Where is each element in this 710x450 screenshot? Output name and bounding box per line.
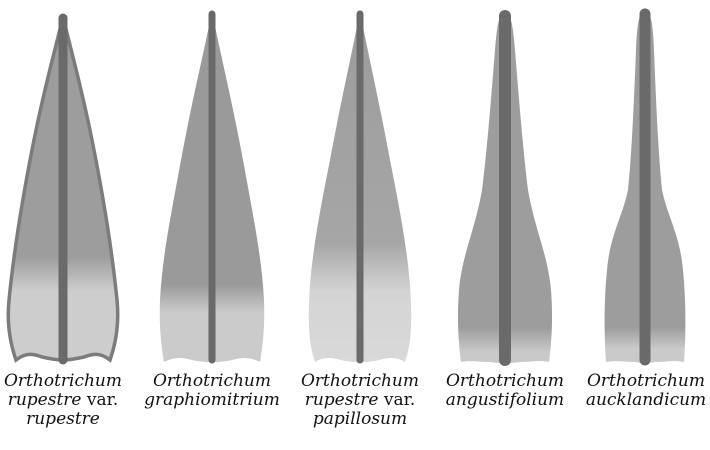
- caption-species-name: angustifolium: [446, 390, 564, 410]
- caption-rupestre-var-papillosum: Orthotrichum rupestre var. papillosum: [285, 372, 435, 429]
- caption-rank: var.: [378, 390, 415, 410]
- caption-line-variety: rupestre: [0, 410, 138, 429]
- caption-line-genus: Orthotrichum: [571, 372, 710, 391]
- caption-species-name: graphiomitrium: [144, 390, 280, 410]
- caption-line-species: rupestre var.: [285, 391, 435, 410]
- caption-species-name: rupestre: [8, 390, 82, 410]
- caption-line-species: graphiomitrium: [137, 391, 287, 410]
- caption-angustifolium: Orthotrichum angustifolium: [430, 372, 580, 410]
- leaf-outline-rupestre-var-rupestre: [8, 16, 117, 360]
- caption-line-species: aucklandicum: [571, 391, 710, 410]
- caption-species-name: rupestre: [305, 390, 379, 410]
- leaf-outline-rupestre-var-papillosum: [309, 10, 412, 362]
- leaf-outline-aucklandicum: [605, 8, 686, 363]
- leaf-outlines-drawing: [0, 0, 710, 370]
- caption-rank: var.: [81, 390, 118, 410]
- leaf-outline-angustifolium: [458, 10, 552, 363]
- leaf-outline-graphiomitrium: [160, 10, 265, 362]
- caption-line-genus: Orthotrichum: [430, 372, 580, 391]
- caption-graphiomitrium: Orthotrichum graphiomitrium: [137, 372, 287, 410]
- caption-line-species: rupestre var.: [0, 391, 138, 410]
- caption-species-name: aucklandicum: [586, 390, 706, 410]
- caption-line-genus: Orthotrichum: [0, 372, 138, 391]
- caption-line-genus: Orthotrichum: [137, 372, 287, 391]
- caption-aucklandicum: Orthotrichum aucklandicum: [571, 372, 710, 410]
- caption-line-species: angustifolium: [430, 391, 580, 410]
- caption-line-genus: Orthotrichum: [285, 372, 435, 391]
- caption-line-variety: papillosum: [285, 410, 435, 429]
- caption-rupestre-var-rupestre: Orthotrichum rupestre var. rupestre: [0, 372, 138, 429]
